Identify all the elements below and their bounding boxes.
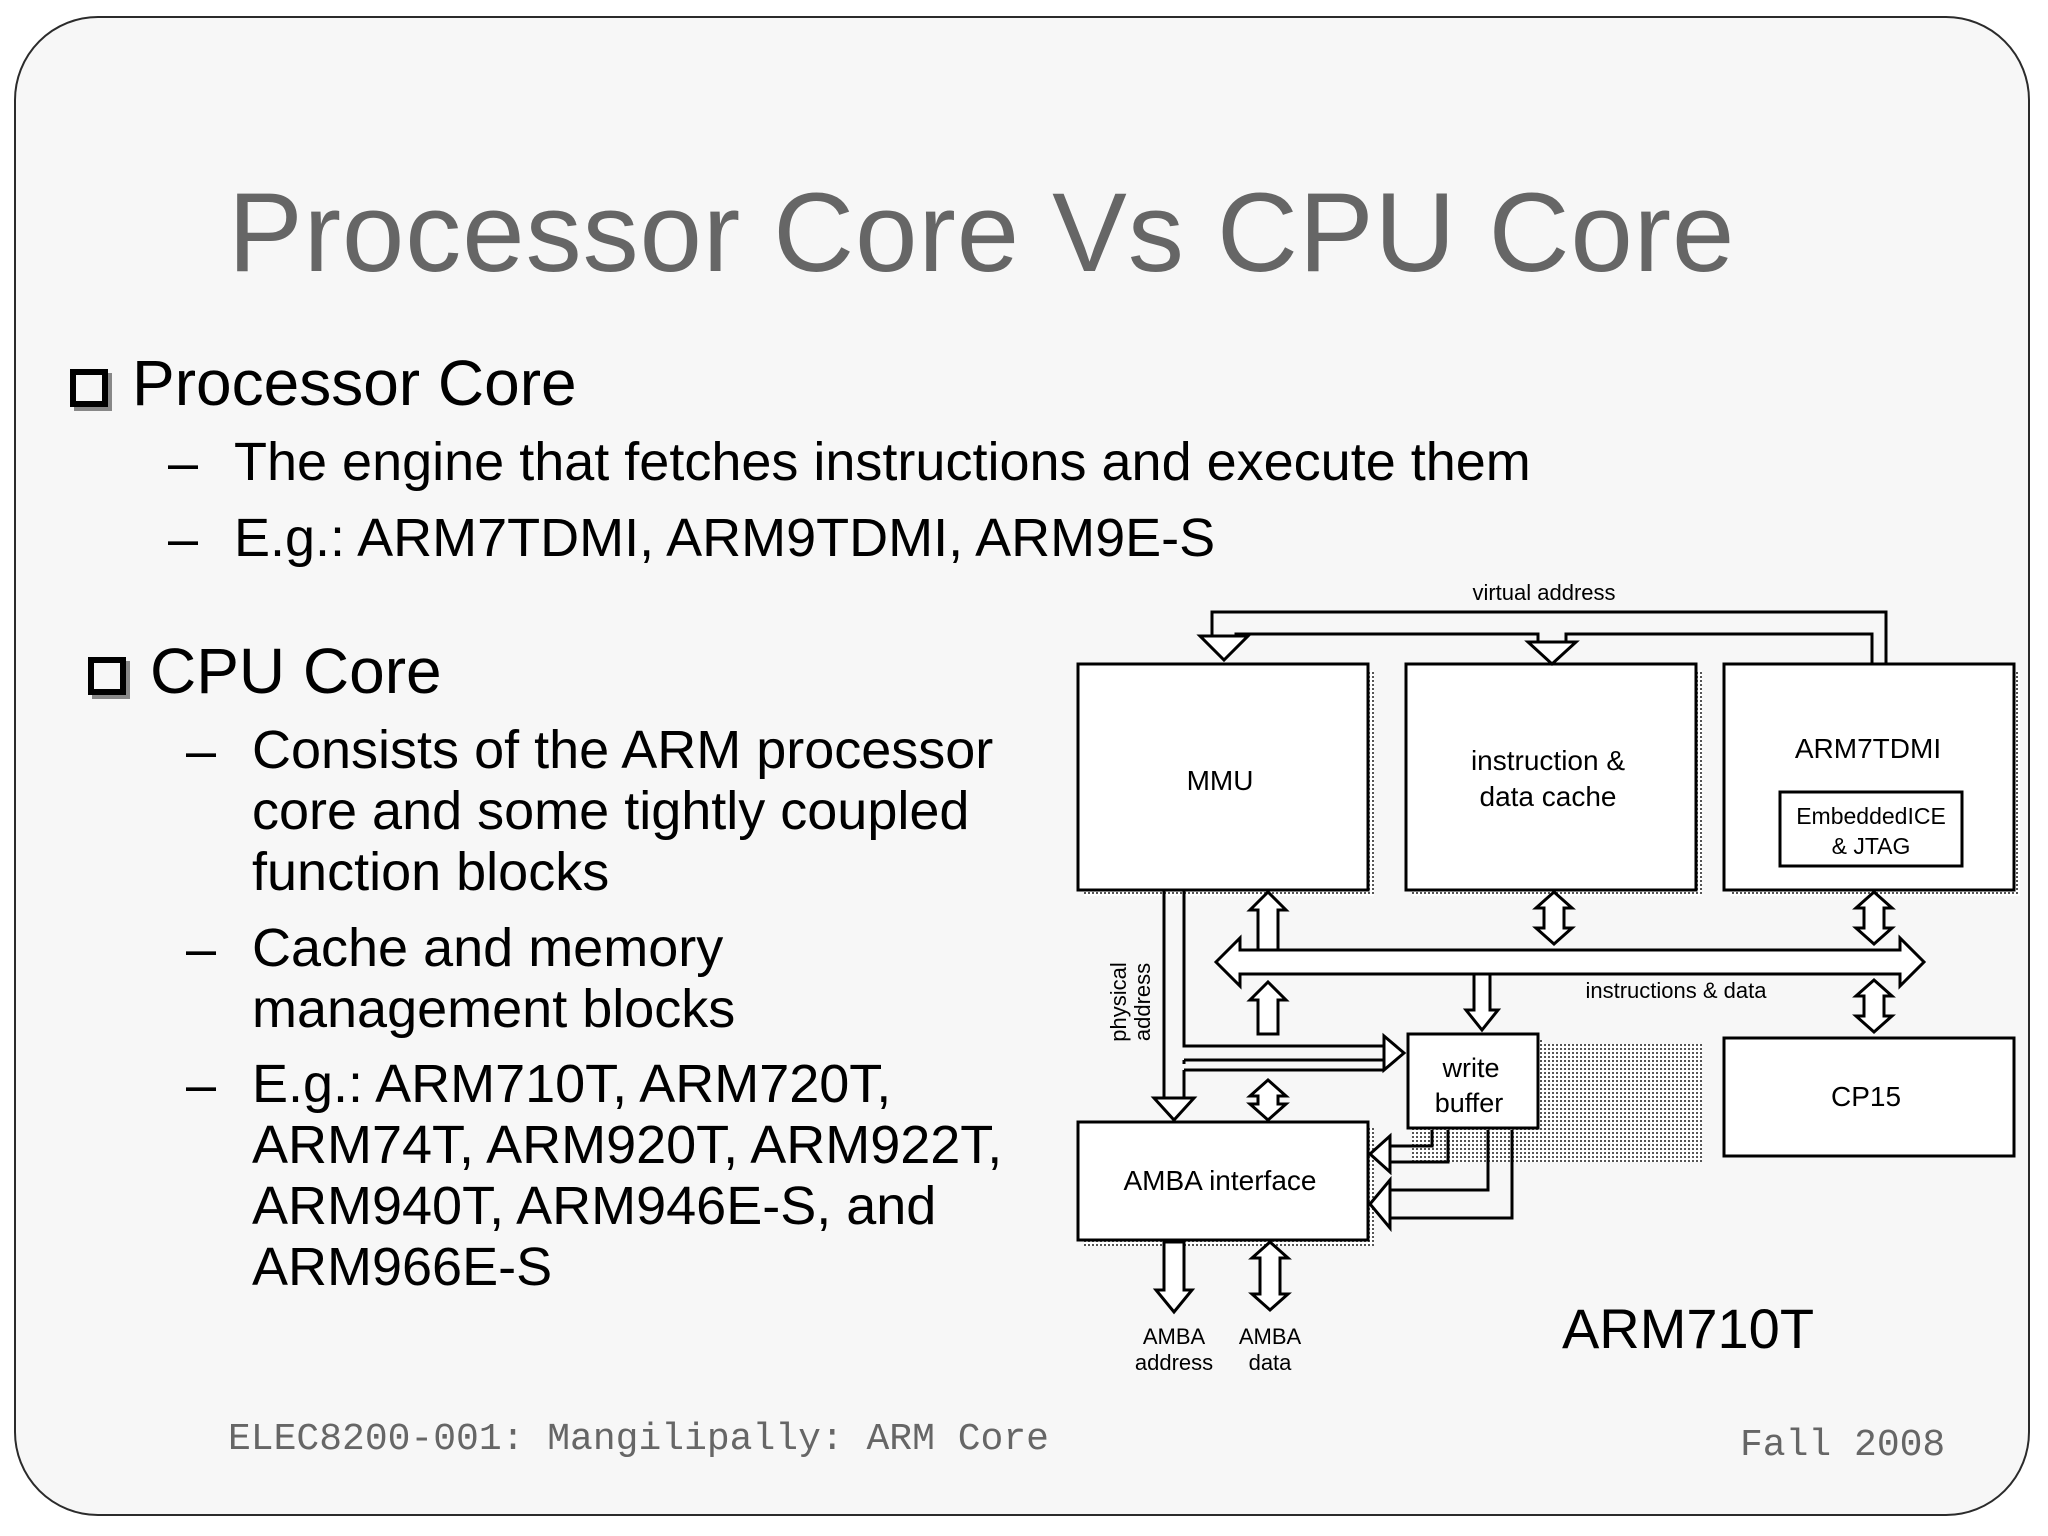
cache-block: instruction & data cache xyxy=(1404,662,1698,892)
bullet-line: Consists of the ARM processor xyxy=(252,720,994,780)
arm7tdmi-label: ARM7TDMI xyxy=(1795,733,1941,764)
virtual-address-bus xyxy=(1196,610,1888,667)
bullet-line: ARM940T, ARM946E-S, and xyxy=(252,1176,937,1236)
instructions-data-bus xyxy=(1213,934,1927,990)
cache-label-line: data cache xyxy=(1480,781,1617,812)
bidirectional-arrows xyxy=(1152,889,1896,1315)
bullet-item: Consists of the ARM processor core and s… xyxy=(252,720,993,903)
section-heading-processor-core: Processor Core xyxy=(70,346,577,420)
bullet-item: The engine that fetches instructions and… xyxy=(234,432,1531,493)
cp15-label: CP15 xyxy=(1831,1081,1901,1112)
amba-address-label-line: AMBA xyxy=(1143,1324,1206,1349)
heading-text: Processor Core xyxy=(132,347,577,419)
amba-interface-block: AMBA interface xyxy=(1076,1120,1370,1242)
physical-address-label-line: address xyxy=(1130,963,1155,1041)
mmu-label: MMU xyxy=(1187,765,1254,796)
amba-data-label-line: data xyxy=(1249,1350,1293,1375)
section-heading-cpu-core: CPU Core xyxy=(88,634,442,708)
instructions-data-label: instructions & data xyxy=(1586,978,1768,1003)
bullet-line: Cache and memory xyxy=(252,918,724,978)
bullet-line: E.g.: ARM710T, ARM720T, xyxy=(252,1054,892,1114)
amba-data-label-line: AMBA xyxy=(1239,1324,1302,1349)
cache-label-line: instruction & xyxy=(1471,745,1625,776)
checkbox-bullet-icon xyxy=(88,657,126,695)
bullet-line: ARM966E-S xyxy=(252,1237,553,1297)
footer-course: ELEC8200-001: Mangilipally: ARM Core xyxy=(228,1418,1049,1461)
bullet-line: function blocks xyxy=(252,842,610,902)
embeddedice-label-line: & JTAG xyxy=(1832,833,1911,859)
embeddedice-block xyxy=(1778,790,1964,868)
bullet-item: E.g.: ARM7TDMI, ARM9TDMI, ARM9E-S xyxy=(234,508,1215,569)
bullet-item: E.g.: ARM710T, ARM720T, ARM74T, ARM920T,… xyxy=(252,1054,1002,1298)
bullet-dash: – xyxy=(186,919,217,979)
virtual-address-label: virtual address xyxy=(1472,580,1615,605)
bullet-item: Cache and memory management blocks xyxy=(252,918,735,1040)
slide-title: Processor Core Vs CPU Core xyxy=(228,170,1736,295)
write-buffer-block: write buffer xyxy=(1406,1032,1540,1130)
write-buffer-label-line: buffer xyxy=(1435,1088,1504,1118)
heading-text: CPU Core xyxy=(150,635,442,707)
bullet-line: ARM74T, ARM920T, ARM922T, xyxy=(252,1115,1003,1175)
bullet-dash: – xyxy=(168,509,199,569)
physical-address-label-line: physical xyxy=(1106,962,1131,1041)
bullet-dash: – xyxy=(186,1055,217,1115)
diagram-caption: ARM710T xyxy=(1562,1297,1814,1360)
amba-address-label-line: address xyxy=(1135,1350,1213,1375)
bullet-line: The engine that fetches instructions and… xyxy=(234,432,1531,492)
amba-interface-label: AMBA interface xyxy=(1124,1165,1317,1196)
footer-term: Fall 2008 xyxy=(1740,1424,1946,1467)
physical-address-path xyxy=(1150,890,1407,1123)
embeddedice-label-line: EmbeddedICE xyxy=(1796,803,1946,829)
checkbox-bullet-icon xyxy=(70,369,108,407)
arm7tdmi-block: ARM7TDMI EmbeddedICE & JTAG xyxy=(1722,662,2016,892)
bullet-dash: – xyxy=(168,433,199,493)
bullet-dash: – xyxy=(186,721,217,781)
bullet-line: core and some tightly coupled xyxy=(252,781,970,841)
bullet-line: E.g.: ARM7TDMI, ARM9TDMI, ARM9E-S xyxy=(234,508,1216,568)
bullet-line: management blocks xyxy=(252,979,736,1039)
mmu-block: MMU xyxy=(1076,662,1370,892)
write-buffer-label-line: write xyxy=(1441,1053,1499,1083)
write-buffer-to-amba-paths xyxy=(1367,1130,1514,1233)
cp15-block: CP15 xyxy=(1722,1036,2016,1158)
